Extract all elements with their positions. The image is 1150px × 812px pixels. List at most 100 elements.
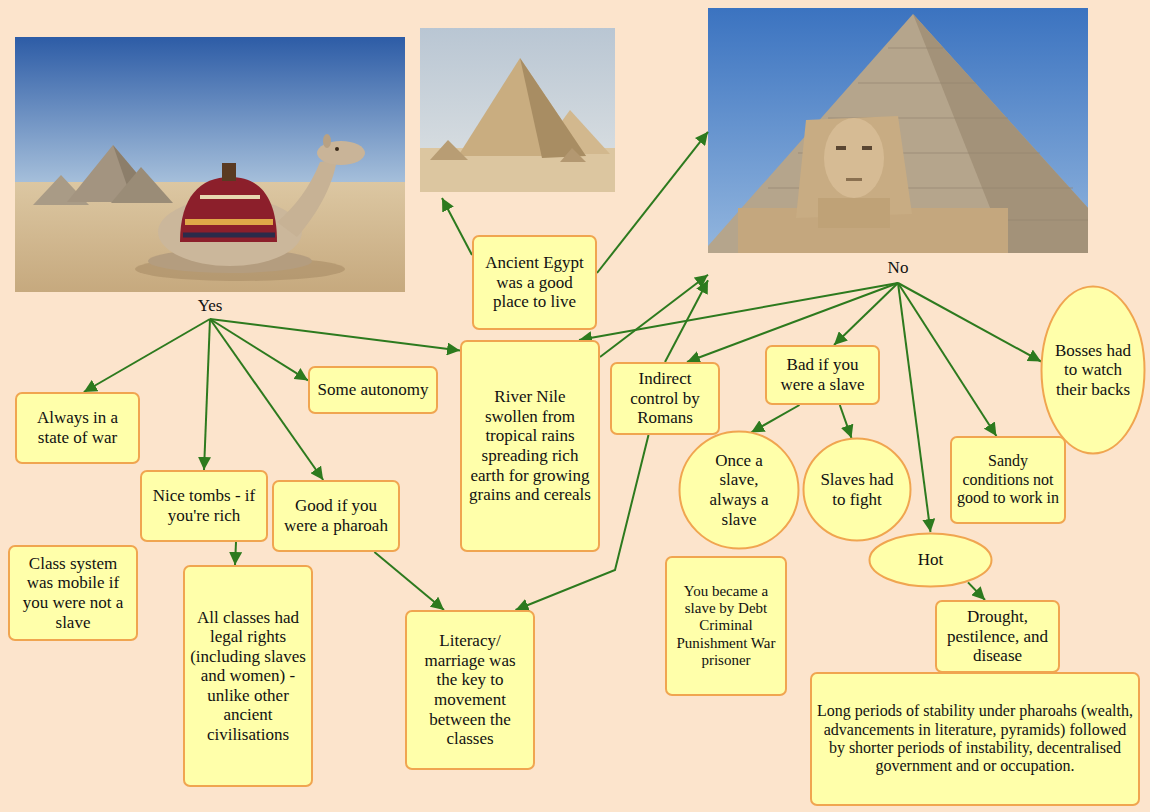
connector-arrow bbox=[600, 275, 708, 357]
pyramid bbox=[430, 140, 468, 160]
node-text: Long periods of stability under pharoahs… bbox=[817, 702, 1133, 776]
point-box: Class system was mobile if you were not … bbox=[8, 545, 138, 641]
point-box: Always in a state of war bbox=[15, 392, 140, 464]
node-text: River Nile swollen from tropical rains s… bbox=[467, 387, 593, 504]
text-holder: Good if you were a pharoah bbox=[274, 496, 398, 535]
text-holder: Class system was mobile if you were not … bbox=[10, 554, 136, 632]
sky bbox=[15, 37, 405, 187]
text-holder: Some autonomy bbox=[310, 380, 436, 400]
point-box: Bad if you were a slave bbox=[765, 345, 880, 405]
saddle-stripe bbox=[185, 219, 273, 225]
connector-arrow bbox=[834, 283, 898, 345]
node-text: Drought, pestilence, and disease bbox=[942, 607, 1053, 666]
point-box: Indirect control by Romans bbox=[610, 362, 720, 435]
text-holder: Hot bbox=[886, 550, 976, 570]
node-text: Literacy/ marriage was the key to moveme… bbox=[412, 631, 528, 748]
text-holder: Nice tombs - if you're rich bbox=[142, 486, 266, 525]
text-holder: All classes had legal rights (including … bbox=[185, 608, 311, 745]
text-holder: Sandy conditions not good to work in bbox=[952, 452, 1064, 507]
connector-arrow bbox=[597, 132, 708, 273]
node-text: You became a slave by Debt Criminal Puni… bbox=[672, 583, 780, 669]
connector-arrow bbox=[840, 405, 852, 438]
connector-arrow bbox=[898, 283, 1041, 362]
text-holder: Drought, pestilence, and disease bbox=[937, 607, 1058, 666]
point-box: Nice tombs - if you're rich bbox=[140, 470, 268, 542]
sphinx-chest bbox=[818, 198, 890, 228]
saddle-horn bbox=[222, 163, 236, 181]
point-box: Literacy/ marriage was the key to moveme… bbox=[405, 610, 535, 770]
text-holder: No bbox=[708, 253, 1088, 283]
node-text: Some autonomy bbox=[315, 380, 431, 400]
node-text: All classes had legal rights (including … bbox=[190, 608, 306, 745]
point-ellipse: Once a slave, always a slave bbox=[678, 430, 800, 550]
text-holder: Yes bbox=[15, 292, 405, 319]
sphinx-photo bbox=[708, 8, 1088, 253]
text-holder: Bad if you were a slave bbox=[767, 355, 878, 394]
camel-saddle bbox=[180, 177, 277, 242]
sky bbox=[420, 28, 615, 192]
text-holder: Bosses had to watch their backs bbox=[1055, 341, 1131, 400]
node-text: Slaves had to fight bbox=[817, 470, 896, 509]
connector-arrow bbox=[210, 319, 323, 480]
sphinx-eye bbox=[862, 146, 872, 150]
connector-arrow bbox=[374, 552, 444, 610]
camel-neck bbox=[277, 159, 337, 237]
point-ellipse: Slaves had to fight bbox=[802, 437, 912, 542]
ellipse-shape bbox=[1042, 287, 1145, 454]
connector-arrow bbox=[968, 582, 985, 600]
point-box: Some autonomy bbox=[308, 366, 438, 414]
pyramid bbox=[520, 58, 586, 158]
ellipse-shape bbox=[680, 432, 799, 549]
node-text: Indirect control by Romans bbox=[617, 369, 713, 428]
sphinx-face bbox=[824, 118, 884, 198]
node-text: Ancient Egypt was a good place to live bbox=[479, 253, 590, 312]
saddle-stripe bbox=[200, 195, 260, 199]
pyramid bbox=[111, 167, 173, 203]
photo-caption: No bbox=[888, 258, 909, 278]
sphinx-mouth bbox=[846, 178, 862, 181]
leader-arrow bbox=[442, 198, 472, 255]
text-holder: Once a slave, always a slave bbox=[695, 451, 783, 529]
pyramid bbox=[560, 148, 586, 162]
connector-arrow bbox=[210, 319, 308, 380]
connector-arrow bbox=[84, 319, 210, 392]
camel-ear bbox=[323, 134, 331, 148]
point-box: Drought, pestilence, and disease bbox=[935, 600, 1060, 673]
node-text: Always in a state of war bbox=[22, 408, 133, 447]
connector-arrow bbox=[235, 542, 236, 565]
text-holder: Always in a state of war bbox=[17, 408, 138, 447]
text-holder: Long periods of stability under pharoahs… bbox=[812, 702, 1138, 776]
point-ellipse: Hot bbox=[868, 532, 993, 588]
point-ellipse: Bosses had to watch their backs bbox=[1040, 285, 1146, 455]
point-box: Sandy conditions not good to work in bbox=[950, 436, 1066, 524]
node-text: Nice tombs - if you're rich bbox=[147, 486, 261, 525]
connector-arrow bbox=[751, 405, 799, 432]
node-text: Once a slave, always a slave bbox=[695, 451, 783, 529]
sphinx-eye bbox=[836, 146, 846, 150]
text-holder: Ancient Egypt was a good place to live bbox=[474, 253, 595, 312]
text-holder: Literacy/ marriage was the key to moveme… bbox=[407, 631, 533, 748]
point-box: You became a slave by Debt Criminal Puni… bbox=[665, 556, 787, 696]
connector-arrow bbox=[898, 283, 996, 436]
stone-courses bbox=[738, 48, 1088, 220]
camel-photo bbox=[15, 37, 405, 292]
text-holder: Slaves had to fight bbox=[817, 470, 896, 509]
point-box: Long periods of stability under pharoahs… bbox=[810, 672, 1140, 806]
connector-arrow bbox=[665, 280, 708, 362]
connector-arrow bbox=[210, 319, 460, 351]
pyramid bbox=[708, 14, 1088, 253]
point-box: Ancient Egypt was a good place to live bbox=[472, 235, 597, 330]
node-text: Class system was mobile if you were not … bbox=[15, 554, 131, 632]
node-text: Good if you were a pharoah bbox=[279, 496, 393, 535]
photo-panel: No bbox=[708, 8, 1088, 283]
connector-arrow bbox=[579, 283, 898, 340]
sky bbox=[708, 8, 1088, 253]
saddle-stripe bbox=[183, 233, 275, 238]
ellipse-shape bbox=[870, 534, 992, 587]
camel-eye bbox=[335, 147, 339, 151]
node-text: Bosses had to watch their backs bbox=[1055, 341, 1131, 400]
node-text: Bad if you were a slave bbox=[772, 355, 873, 394]
node-text: Sandy conditions not good to work in bbox=[957, 452, 1059, 507]
text-holder: You became a slave by Debt Criminal Puni… bbox=[667, 583, 785, 669]
